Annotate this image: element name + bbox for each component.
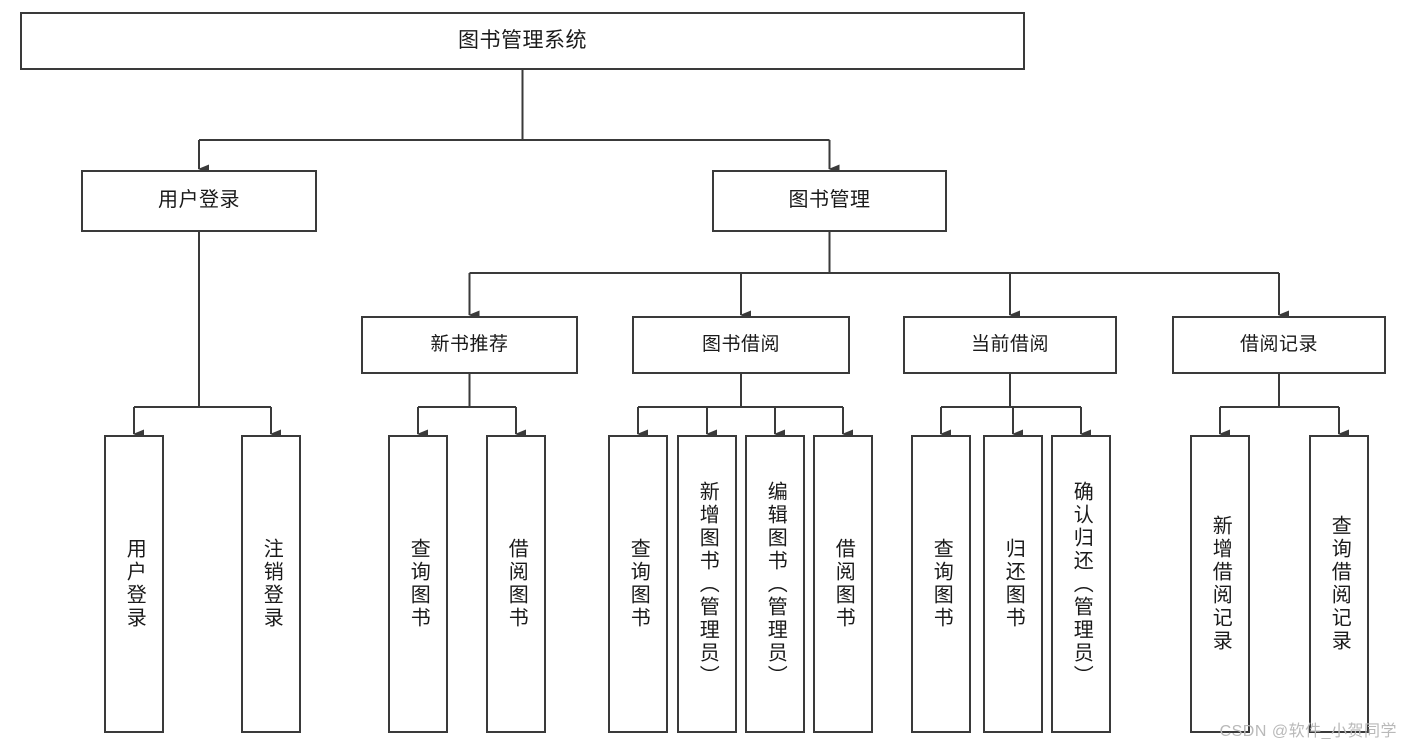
node-leaf-borrow-book-2-label: 借阅图书 bbox=[832, 538, 855, 630]
node-user-login-label: 用户登录 bbox=[158, 189, 240, 212]
node-leaf-user-logout-label: 注销登录 bbox=[260, 538, 283, 630]
node-leaf-query-book-3[interactable]: 查询图书 bbox=[911, 435, 971, 733]
node-leaf-return-book-label: 归还图书 bbox=[1002, 538, 1025, 630]
node-leaf-add-book-label: 新增图书（管理员） bbox=[696, 480, 719, 688]
watermark: CSDN @软件_小贺同学 bbox=[1219, 723, 1397, 740]
node-borrow-record[interactable]: 借阅记录 bbox=[1172, 316, 1386, 374]
node-leaf-borrow-book-2[interactable]: 借阅图书 bbox=[813, 435, 873, 733]
node-leaf-query-book-1-label: 查询图书 bbox=[407, 538, 430, 630]
node-leaf-user-login-label: 用户登录 bbox=[123, 538, 146, 630]
node-leaf-borrow-book-1[interactable]: 借阅图书 bbox=[486, 435, 546, 733]
node-leaf-query-borrow-record-label: 查询借阅记录 bbox=[1328, 515, 1351, 653]
node-leaf-query-borrow-record[interactable]: 查询借阅记录 bbox=[1309, 435, 1369, 733]
node-new-book-recommend[interactable]: 新书推荐 bbox=[361, 316, 578, 374]
node-leaf-query-book-1[interactable]: 查询图书 bbox=[388, 435, 448, 733]
node-book-borrow[interactable]: 图书借阅 bbox=[632, 316, 850, 374]
node-leaf-user-logout[interactable]: 注销登录 bbox=[241, 435, 301, 733]
node-leaf-query-book-2[interactable]: 查询图书 bbox=[608, 435, 668, 733]
node-current-borrow[interactable]: 当前借阅 bbox=[903, 316, 1117, 374]
node-book-manage[interactable]: 图书管理 bbox=[712, 170, 947, 232]
node-leaf-query-book-2-label: 查询图书 bbox=[627, 538, 650, 630]
node-book-manage-label: 图书管理 bbox=[788, 189, 871, 212]
node-leaf-return-book[interactable]: 归还图书 bbox=[983, 435, 1043, 733]
node-leaf-confirm-return[interactable]: 确认归还（管理员） bbox=[1051, 435, 1111, 733]
node-leaf-add-book[interactable]: 新增图书（管理员） bbox=[677, 435, 737, 733]
node-borrow-record-label: 借阅记录 bbox=[1239, 333, 1318, 355]
node-new-book-recommend-label: 新书推荐 bbox=[430, 333, 509, 355]
edge-group bbox=[133, 70, 1349, 439]
node-leaf-borrow-book-1-label: 借阅图书 bbox=[505, 538, 528, 630]
node-book-borrow-label: 图书借阅 bbox=[701, 333, 780, 355]
node-leaf-edit-book[interactable]: 编辑图书（管理员） bbox=[745, 435, 805, 733]
node-user-login[interactable]: 用户登录 bbox=[81, 170, 317, 232]
node-leaf-add-borrow-record[interactable]: 新增借阅记录 bbox=[1190, 435, 1250, 733]
node-root-label: 图书管理系统 bbox=[458, 28, 587, 52]
node-root[interactable]: 图书管理系统 bbox=[20, 12, 1025, 70]
node-leaf-edit-book-label: 编辑图书（管理员） bbox=[764, 480, 787, 688]
node-leaf-add-borrow-record-label: 新增借阅记录 bbox=[1209, 515, 1232, 653]
node-leaf-confirm-return-label: 确认归还（管理员） bbox=[1070, 480, 1093, 688]
node-current-borrow-label: 当前借阅 bbox=[970, 333, 1049, 355]
node-leaf-user-login[interactable]: 用户登录 bbox=[104, 435, 164, 733]
node-leaf-query-book-3-label: 查询图书 bbox=[930, 538, 953, 630]
